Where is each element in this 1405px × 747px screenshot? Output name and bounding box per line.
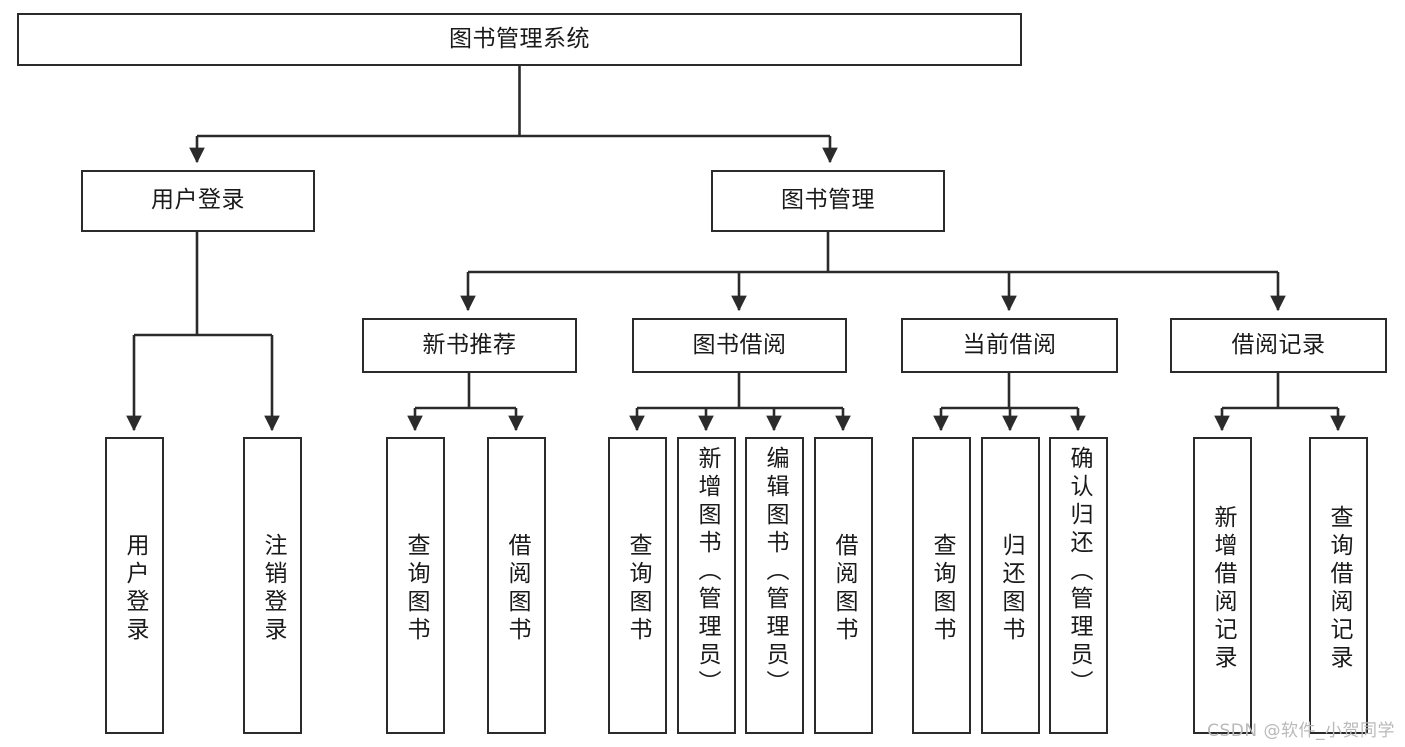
node-book-management[interactable]: 图书管理	[711, 170, 945, 232]
node-leaf-label: 查询图书	[403, 533, 429, 645]
node-leaf-book-borrow-query[interactable]: 查询图书	[608, 437, 667, 734]
node-user-login-label: 用户登录	[151, 187, 245, 214]
node-root-label: 图书管理系统	[449, 25, 590, 52]
node-new-book-recommend-label: 新书推荐	[422, 331, 517, 358]
node-leaf-label: 新增借阅记录	[1210, 505, 1236, 673]
node-leaf-user-login-login[interactable]: 用户登录	[105, 437, 164, 734]
node-leaf-book-borrow-add[interactable]: 新增图书（管理员）	[677, 437, 736, 734]
node-leaf-new-book-borrow[interactable]: 借阅图书	[487, 437, 546, 734]
node-leaf-user-login-logout[interactable]: 注销登录	[243, 437, 302, 734]
node-leaf-label: 注销登录	[260, 533, 286, 645]
node-leaf-current-borrow-query[interactable]: 查询图书	[912, 437, 971, 734]
node-leaf-current-borrow-confirm-return[interactable]: 确认归还（管理员）	[1049, 437, 1108, 734]
node-leaf-label: 用户登录	[122, 533, 148, 645]
node-book-borrow[interactable]: 图书借阅	[632, 318, 847, 373]
node-leaf-label: 查询图书	[625, 533, 651, 645]
node-leaf-label: 借阅图书	[831, 533, 857, 645]
node-book-management-label: 图书管理	[781, 187, 875, 214]
node-leaf-label: 归还图书	[998, 533, 1024, 645]
node-user-login[interactable]: 用户登录	[81, 170, 315, 232]
node-root-book-management-system[interactable]: 图书管理系统	[17, 13, 1022, 66]
node-current-borrow[interactable]: 当前借阅	[901, 318, 1118, 373]
node-leaf-label: 确认归还（管理员）	[1066, 446, 1092, 698]
node-leaf-label: 编辑图书（管理员）	[762, 446, 788, 698]
node-book-borrow-label: 图书借阅	[692, 331, 787, 358]
node-borrow-record[interactable]: 借阅记录	[1170, 318, 1387, 373]
node-leaf-current-borrow-return[interactable]: 归还图书	[981, 437, 1040, 734]
node-leaf-new-book-query[interactable]: 查询图书	[386, 437, 445, 734]
node-leaf-book-borrow-edit[interactable]: 编辑图书（管理员）	[745, 437, 804, 734]
node-leaf-label: 查询图书	[929, 533, 955, 645]
node-leaf-borrow-record-query[interactable]: 查询借阅记录	[1309, 437, 1368, 734]
node-leaf-label: 新增图书（管理员）	[694, 446, 720, 698]
node-leaf-label: 查询借阅记录	[1326, 505, 1352, 673]
node-borrow-record-label: 借阅记录	[1231, 331, 1326, 358]
node-leaf-borrow-record-add[interactable]: 新增借阅记录	[1193, 437, 1252, 734]
node-current-borrow-label: 当前借阅	[962, 331, 1057, 358]
node-leaf-book-borrow-borrow[interactable]: 借阅图书	[814, 437, 873, 734]
node-leaf-label: 借阅图书	[504, 533, 530, 645]
node-new-book-recommend[interactable]: 新书推荐	[362, 318, 577, 373]
